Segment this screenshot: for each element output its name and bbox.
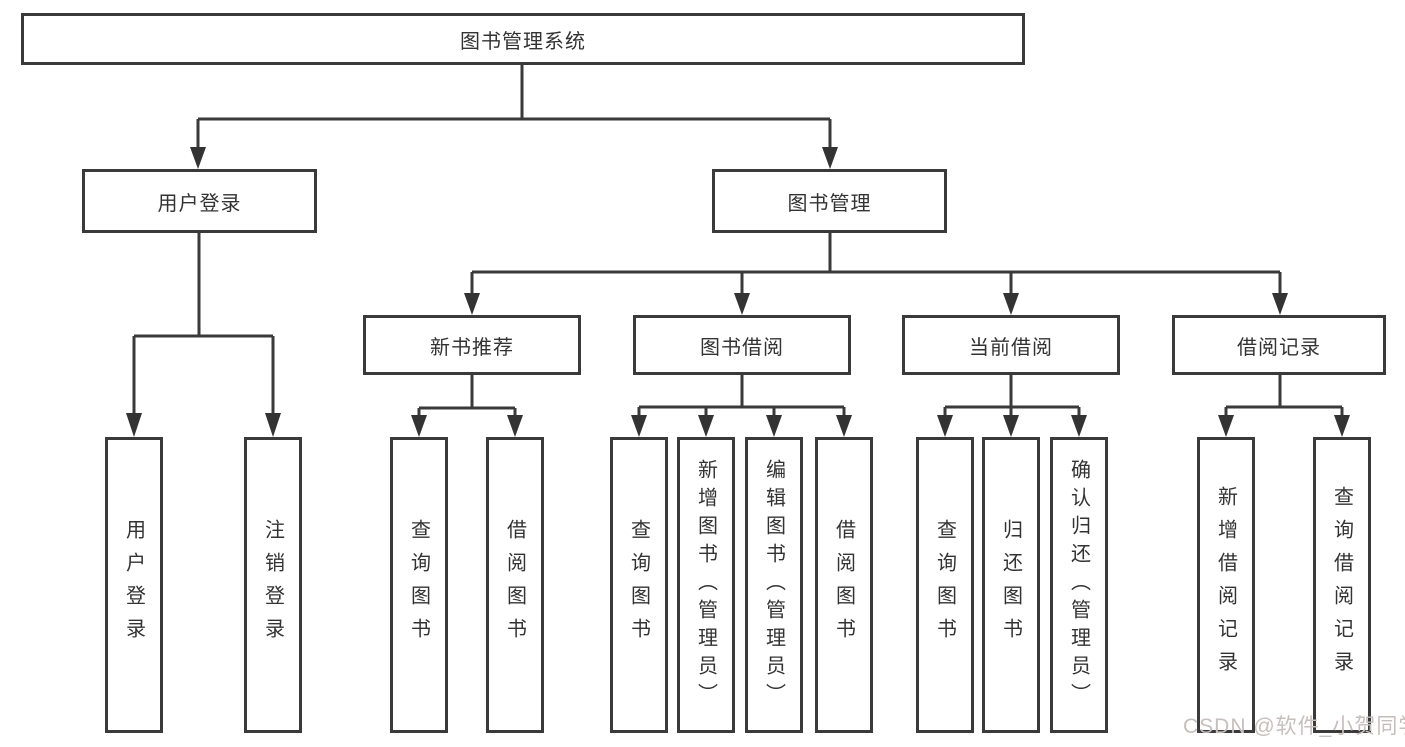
node-leaf-nb-borrow: 借阅图书 xyxy=(486,437,544,733)
node-leaf-nb-query: 查询图书 xyxy=(390,437,448,733)
node-new-book-recommend-label: 新书推荐 xyxy=(430,336,514,359)
node-leaf-cb-confirm-label: 确认归还（管理员） xyxy=(1067,459,1090,711)
connector-book-borrowing xyxy=(637,375,846,415)
node-leaf-bb-query: 查询图书 xyxy=(610,437,668,733)
node-leaf-br-query: 查询借阅记录 xyxy=(1313,437,1371,733)
node-leaf-br-add: 新增借阅记录 xyxy=(1197,437,1255,733)
node-user-login-label: 用户登录 xyxy=(157,192,242,215)
node-leaf-bb-borrow: 借阅图书 xyxy=(815,437,873,733)
connector-book-management xyxy=(470,233,1282,293)
node-leaf-bb-borrow-label: 借阅图书 xyxy=(832,519,855,651)
node-current-borrowing-label: 当前借阅 xyxy=(969,336,1053,359)
node-leaf-nb-borrow-label: 借阅图书 xyxy=(503,519,526,651)
arrowheads xyxy=(126,147,1350,437)
connector-new-book xyxy=(417,375,517,415)
node-root: 图书管理系统 xyxy=(21,13,1025,65)
node-leaf-br-query-label: 查询借阅记录 xyxy=(1330,486,1353,684)
node-current-borrowing: 当前借阅 xyxy=(902,315,1120,375)
node-user-login: 用户登录 xyxy=(82,169,317,233)
connector-borrowing-records xyxy=(1224,375,1344,415)
node-borrowing-records-label: 借阅记录 xyxy=(1237,336,1321,359)
node-leaf-nb-query-label: 查询图书 xyxy=(407,519,430,651)
node-leaf-user-login: 用户登录 xyxy=(105,437,163,733)
connector-current-borrowing xyxy=(943,375,1081,415)
connector-user-login xyxy=(132,233,275,413)
node-book-borrowing-label: 图书借阅 xyxy=(700,336,784,359)
node-book-borrowing: 图书借阅 xyxy=(633,315,851,375)
node-leaf-bb-edit: 编辑图书（管理员） xyxy=(745,437,803,733)
node-leaf-user-login-label: 用户登录 xyxy=(122,519,145,651)
node-leaf-bb-add-label: 新增图书（管理员） xyxy=(694,459,717,711)
node-root-label: 图书管理系统 xyxy=(460,30,586,53)
node-leaf-br-add-label: 新增借阅记录 xyxy=(1214,486,1237,684)
node-leaf-cb-return: 归还图书 xyxy=(982,437,1040,733)
node-leaf-cb-confirm: 确认归还（管理员） xyxy=(1050,437,1108,733)
node-leaf-bb-query-label: 查询图书 xyxy=(627,519,650,651)
csdn-watermark: CSDN @软件_小贺同学 xyxy=(1183,715,1405,738)
node-borrowing-records: 借阅记录 xyxy=(1172,315,1386,375)
node-leaf-logout: 注销登录 xyxy=(244,437,302,733)
node-leaf-logout-label: 注销登录 xyxy=(261,519,284,651)
node-leaf-cb-query-label: 查询图书 xyxy=(933,519,956,651)
node-leaf-cb-query: 查询图书 xyxy=(916,437,974,733)
node-book-management: 图书管理 xyxy=(712,169,947,233)
node-leaf-cb-return-label: 归还图书 xyxy=(999,519,1022,651)
node-leaf-bb-add: 新增图书（管理员） xyxy=(677,437,735,733)
node-leaf-bb-edit-label: 编辑图书（管理员） xyxy=(762,459,785,711)
node-new-book-recommend: 新书推荐 xyxy=(363,315,581,375)
connector-root xyxy=(196,65,832,147)
node-book-management-label: 图书管理 xyxy=(787,192,872,215)
